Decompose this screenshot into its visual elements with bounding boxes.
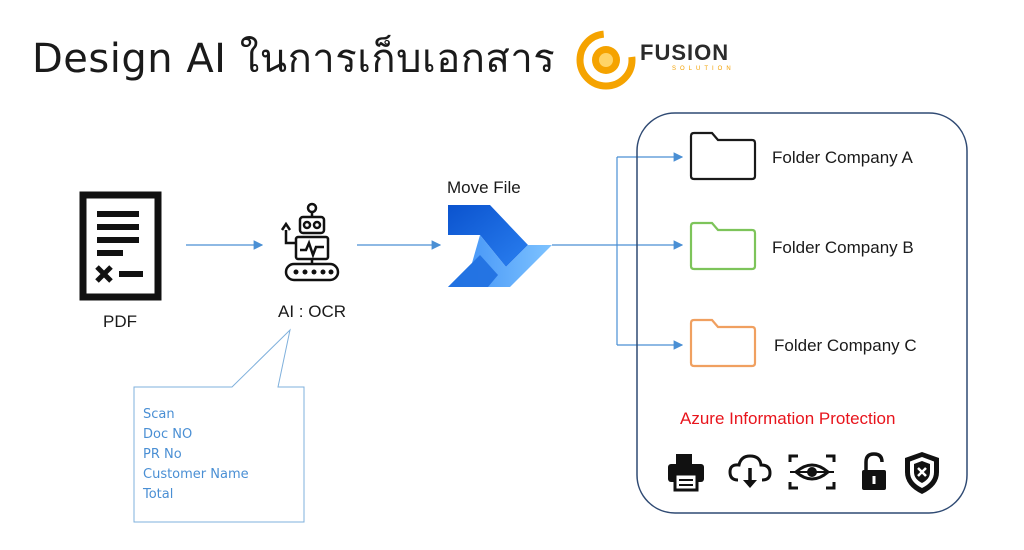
ocr-field: Total <box>143 487 174 502</box>
document-icon <box>79 191 162 301</box>
logo-tagline: SOLUTION <box>672 66 735 72</box>
fusion-logo-icon <box>576 30 636 90</box>
ocr-field: Scan <box>143 407 175 422</box>
protection-title: Azure Information Protection <box>680 409 896 428</box>
folder-c-icon <box>689 318 757 368</box>
page-title: Design AI ในการเก็บเอกสาร <box>32 36 556 82</box>
folder-a-label: Folder Company A <box>772 148 913 167</box>
ocr-callout-bubble <box>133 328 305 523</box>
pdf-label: PDF <box>103 312 137 331</box>
unlock-icon <box>862 452 886 490</box>
robot-icon <box>280 202 340 282</box>
ai-ocr-label: AI : OCR <box>278 302 347 321</box>
printer-icon <box>668 454 704 492</box>
shield-x-icon <box>905 452 939 494</box>
ocr-field: Customer Name <box>143 467 249 482</box>
folder-a-icon <box>689 131 757 181</box>
folder-b-icon <box>689 221 757 271</box>
ocr-field: Doc NO <box>143 427 193 442</box>
ocr-field: PR No <box>143 447 182 462</box>
folder-c-label: Folder Company C <box>774 336 917 355</box>
logo-name: FUSION <box>640 40 730 65</box>
ocr-fields-list: Scan Doc NO PR No Customer Name Total <box>143 405 249 505</box>
folder-b-label: Folder Company B <box>772 238 914 257</box>
eye-scan-icon <box>788 454 836 490</box>
company-container <box>636 112 968 514</box>
move-file-label: Move File <box>447 178 521 197</box>
power-automate-icon <box>448 205 552 287</box>
cloud-download-icon <box>728 454 772 488</box>
